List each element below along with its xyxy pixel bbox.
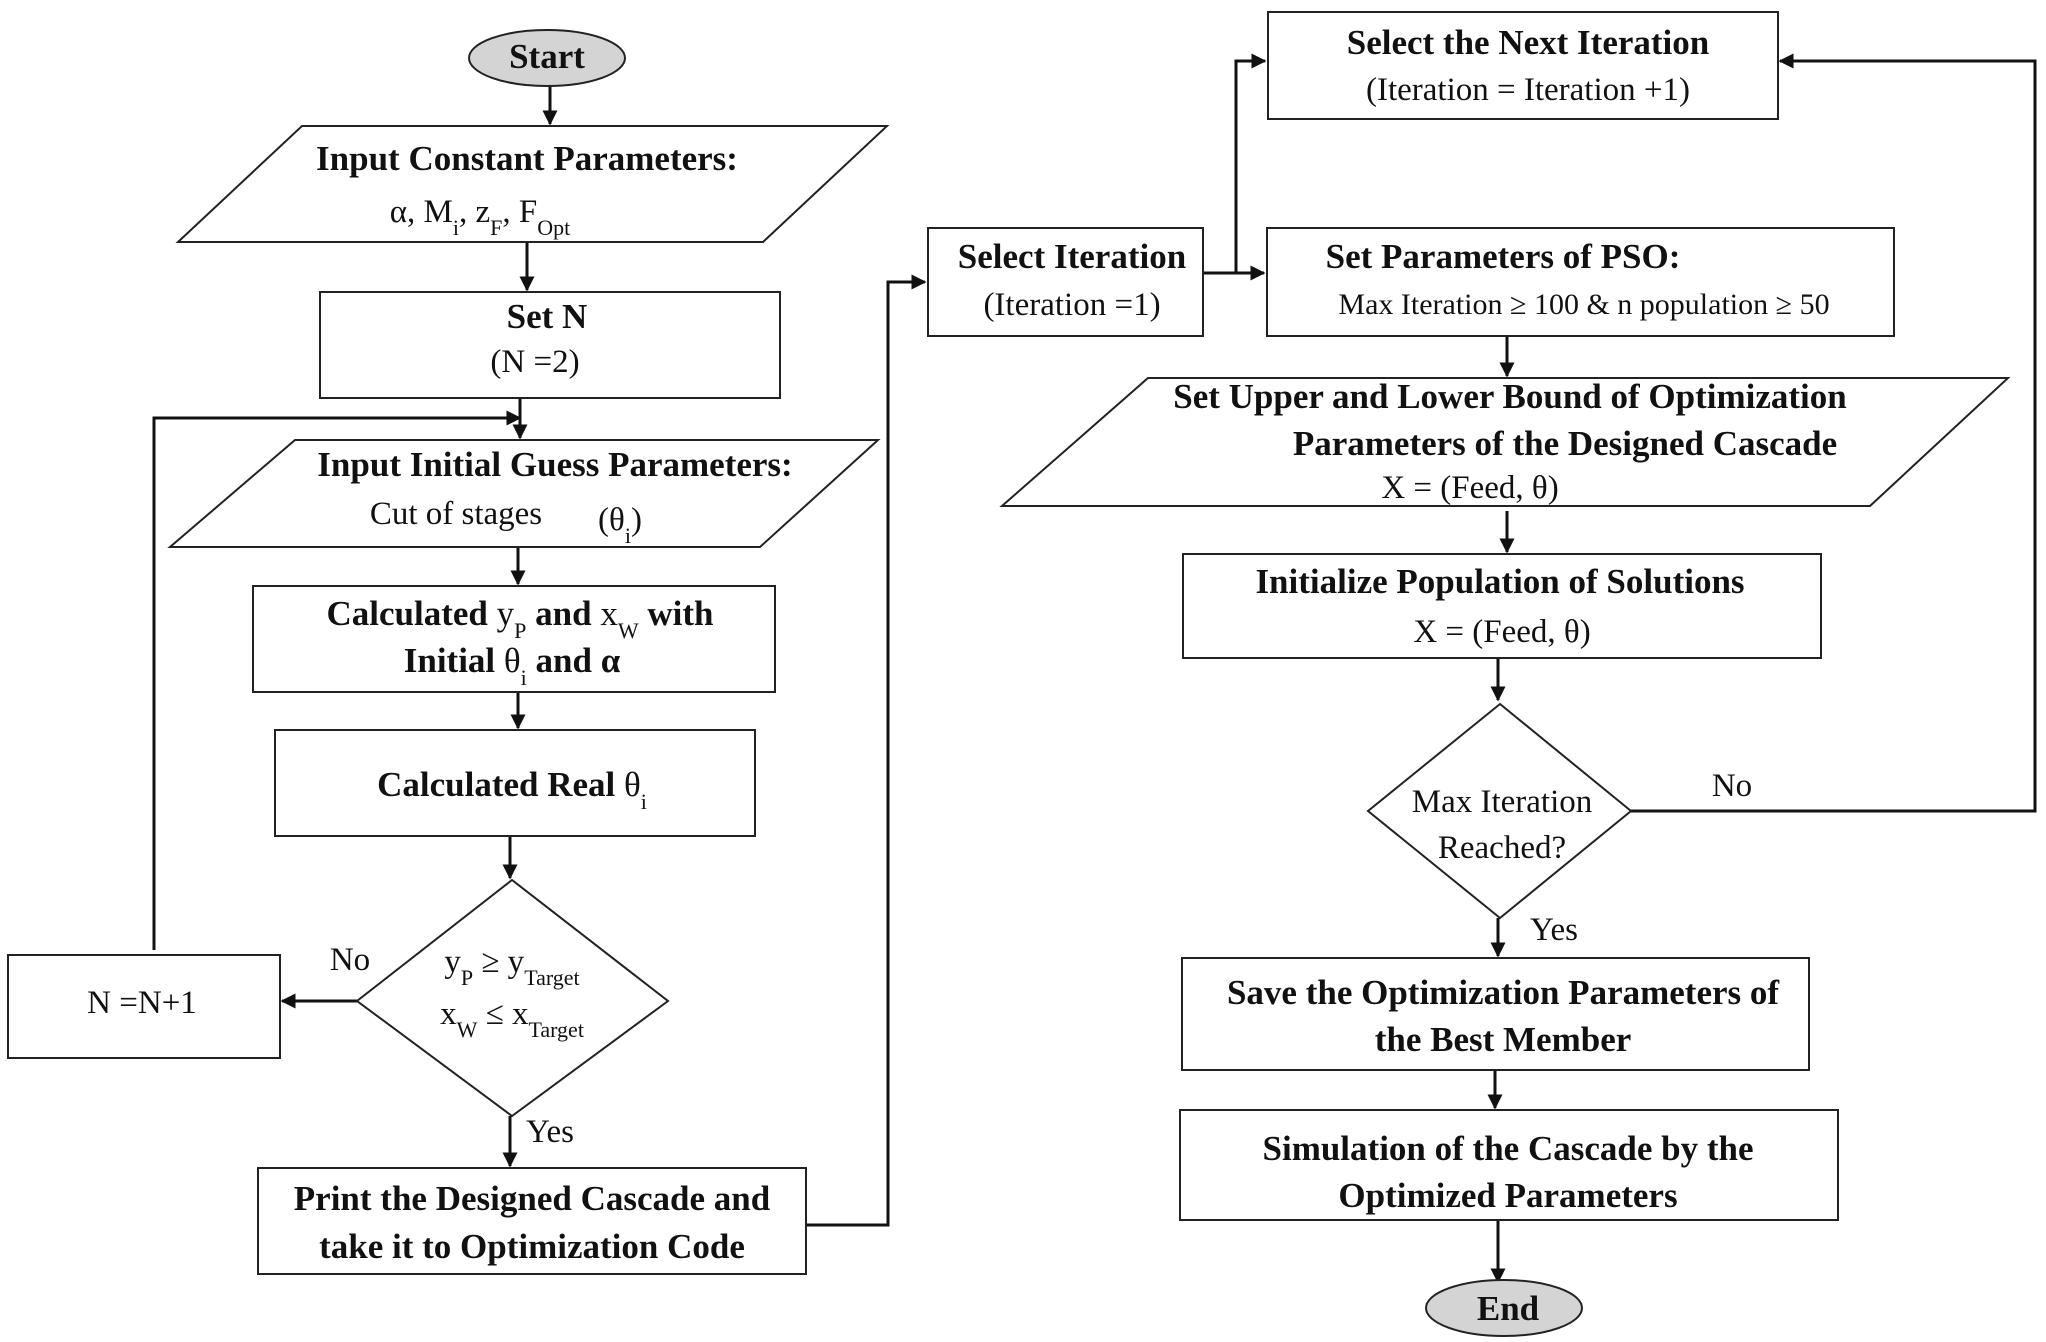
decision-iteration-line1: Max Iteration bbox=[1412, 784, 1593, 820]
set-pso-detail: Max Iteration ≥ 100 & n population ≥ 50 bbox=[1338, 288, 1829, 321]
calc-yp-xw-box: Calculated yP and xW with Initial θi and… bbox=[252, 585, 776, 693]
init-population-title: Initialize Population of Solutions bbox=[1255, 562, 1744, 601]
save-best-line1: Save the Optimization Parameters of bbox=[1227, 973, 1779, 1012]
bounds-line2: Parameters of the Designed Cascade bbox=[1293, 424, 1837, 463]
set-pso-title: Set Parameters of PSO: bbox=[1326, 237, 1681, 276]
decision-target: yP ≥ yTarget xW ≤ xTarget No Yes bbox=[330, 878, 670, 1150]
next-iteration-box: Select the Next Iteration (Iteration = I… bbox=[1267, 11, 1779, 120]
next-iteration-title: Select the Next Iteration bbox=[1347, 23, 1710, 62]
save-best-line2: the Best Member bbox=[1375, 1020, 1632, 1059]
start-terminal: Start bbox=[468, 29, 626, 87]
print-cascade-line2: take it to Optimization Code bbox=[319, 1227, 745, 1266]
end-terminal: End bbox=[1425, 1279, 1583, 1337]
start-label: Start bbox=[509, 37, 585, 76]
increment-n-box: N =N+1 bbox=[7, 954, 281, 1059]
print-cascade-box: Print the Designed Cascade and take it t… bbox=[257, 1167, 807, 1275]
end-label: End bbox=[1477, 1289, 1540, 1328]
set-n-value: (N =2) bbox=[490, 344, 579, 380]
arrow-print-to-select-iteration bbox=[806, 274, 927, 1227]
set-n-title: Set N bbox=[507, 297, 588, 336]
arrow-increment-loop-back bbox=[152, 410, 522, 950]
next-iteration-value: (Iteration = Iteration +1) bbox=[1366, 72, 1690, 108]
select-iteration-value: (Iteration =1) bbox=[983, 287, 1160, 323]
decision-iteration: Max Iteration Reached? No Yes bbox=[1366, 702, 1752, 948]
simulation-line2: Optimized Parameters bbox=[1338, 1176, 1677, 1215]
select-iteration-title: Select Iteration bbox=[958, 237, 1186, 276]
set-n-box: Set N (N =2) bbox=[319, 291, 781, 399]
arrow-pso-loop-to-next-iteration bbox=[1234, 53, 1267, 273]
input-initial-guess: Input Initial Guess Parameters: Cut of s… bbox=[167, 439, 881, 548]
increment-n-label: N =N+1 bbox=[87, 985, 197, 1021]
decision-target-yes-label: Yes bbox=[526, 1114, 574, 1150]
bounds-parallelogram: Set Upper and Lower Bound of Optimizatio… bbox=[999, 377, 2011, 507]
bounds-formula: X = (Feed, θ) bbox=[1381, 470, 1558, 506]
input-initial-title: Input Initial Guess Parameters: bbox=[317, 445, 792, 484]
decision-iteration-line2: Reached? bbox=[1438, 830, 1566, 866]
decision-target-no-label: No bbox=[330, 942, 370, 978]
decision-iteration-no-label: No bbox=[1712, 768, 1752, 804]
simulation-box: Simulation of the Cascade by the Optimiz… bbox=[1179, 1109, 1839, 1221]
print-cascade-line1: Print the Designed Cascade and bbox=[294, 1179, 771, 1218]
simulation-line1: Simulation of the Cascade by the bbox=[1263, 1129, 1754, 1168]
init-population-box: Initialize Population of Solutions X = (… bbox=[1182, 553, 1822, 659]
set-pso-box: Set Parameters of PSO: Max Iteration ≥ 1… bbox=[1266, 227, 1895, 337]
input-constant-parameters: Input Constant Parameters: α, Mi, zF, FO… bbox=[175, 125, 890, 243]
connectors bbox=[152, 53, 2037, 1284]
select-iteration-box: Select Iteration (Iteration =1) bbox=[927, 227, 1204, 337]
save-best-box: Save the Optimization Parameters of the … bbox=[1181, 957, 1810, 1071]
calc-real-box: Calculated Real θi bbox=[274, 729, 756, 837]
init-population-formula: X = (Feed, θ) bbox=[1413, 614, 1590, 650]
input-initial-text: Cut of stages bbox=[370, 496, 542, 532]
arrow-decision-no-to-next-iteration bbox=[1631, 53, 2037, 813]
bounds-line1: Set Upper and Lower Bound of Optimizatio… bbox=[1173, 377, 1847, 416]
input-constant-title: Input Constant Parameters: bbox=[316, 139, 738, 178]
decision-iteration-yes-label: Yes bbox=[1530, 912, 1578, 948]
